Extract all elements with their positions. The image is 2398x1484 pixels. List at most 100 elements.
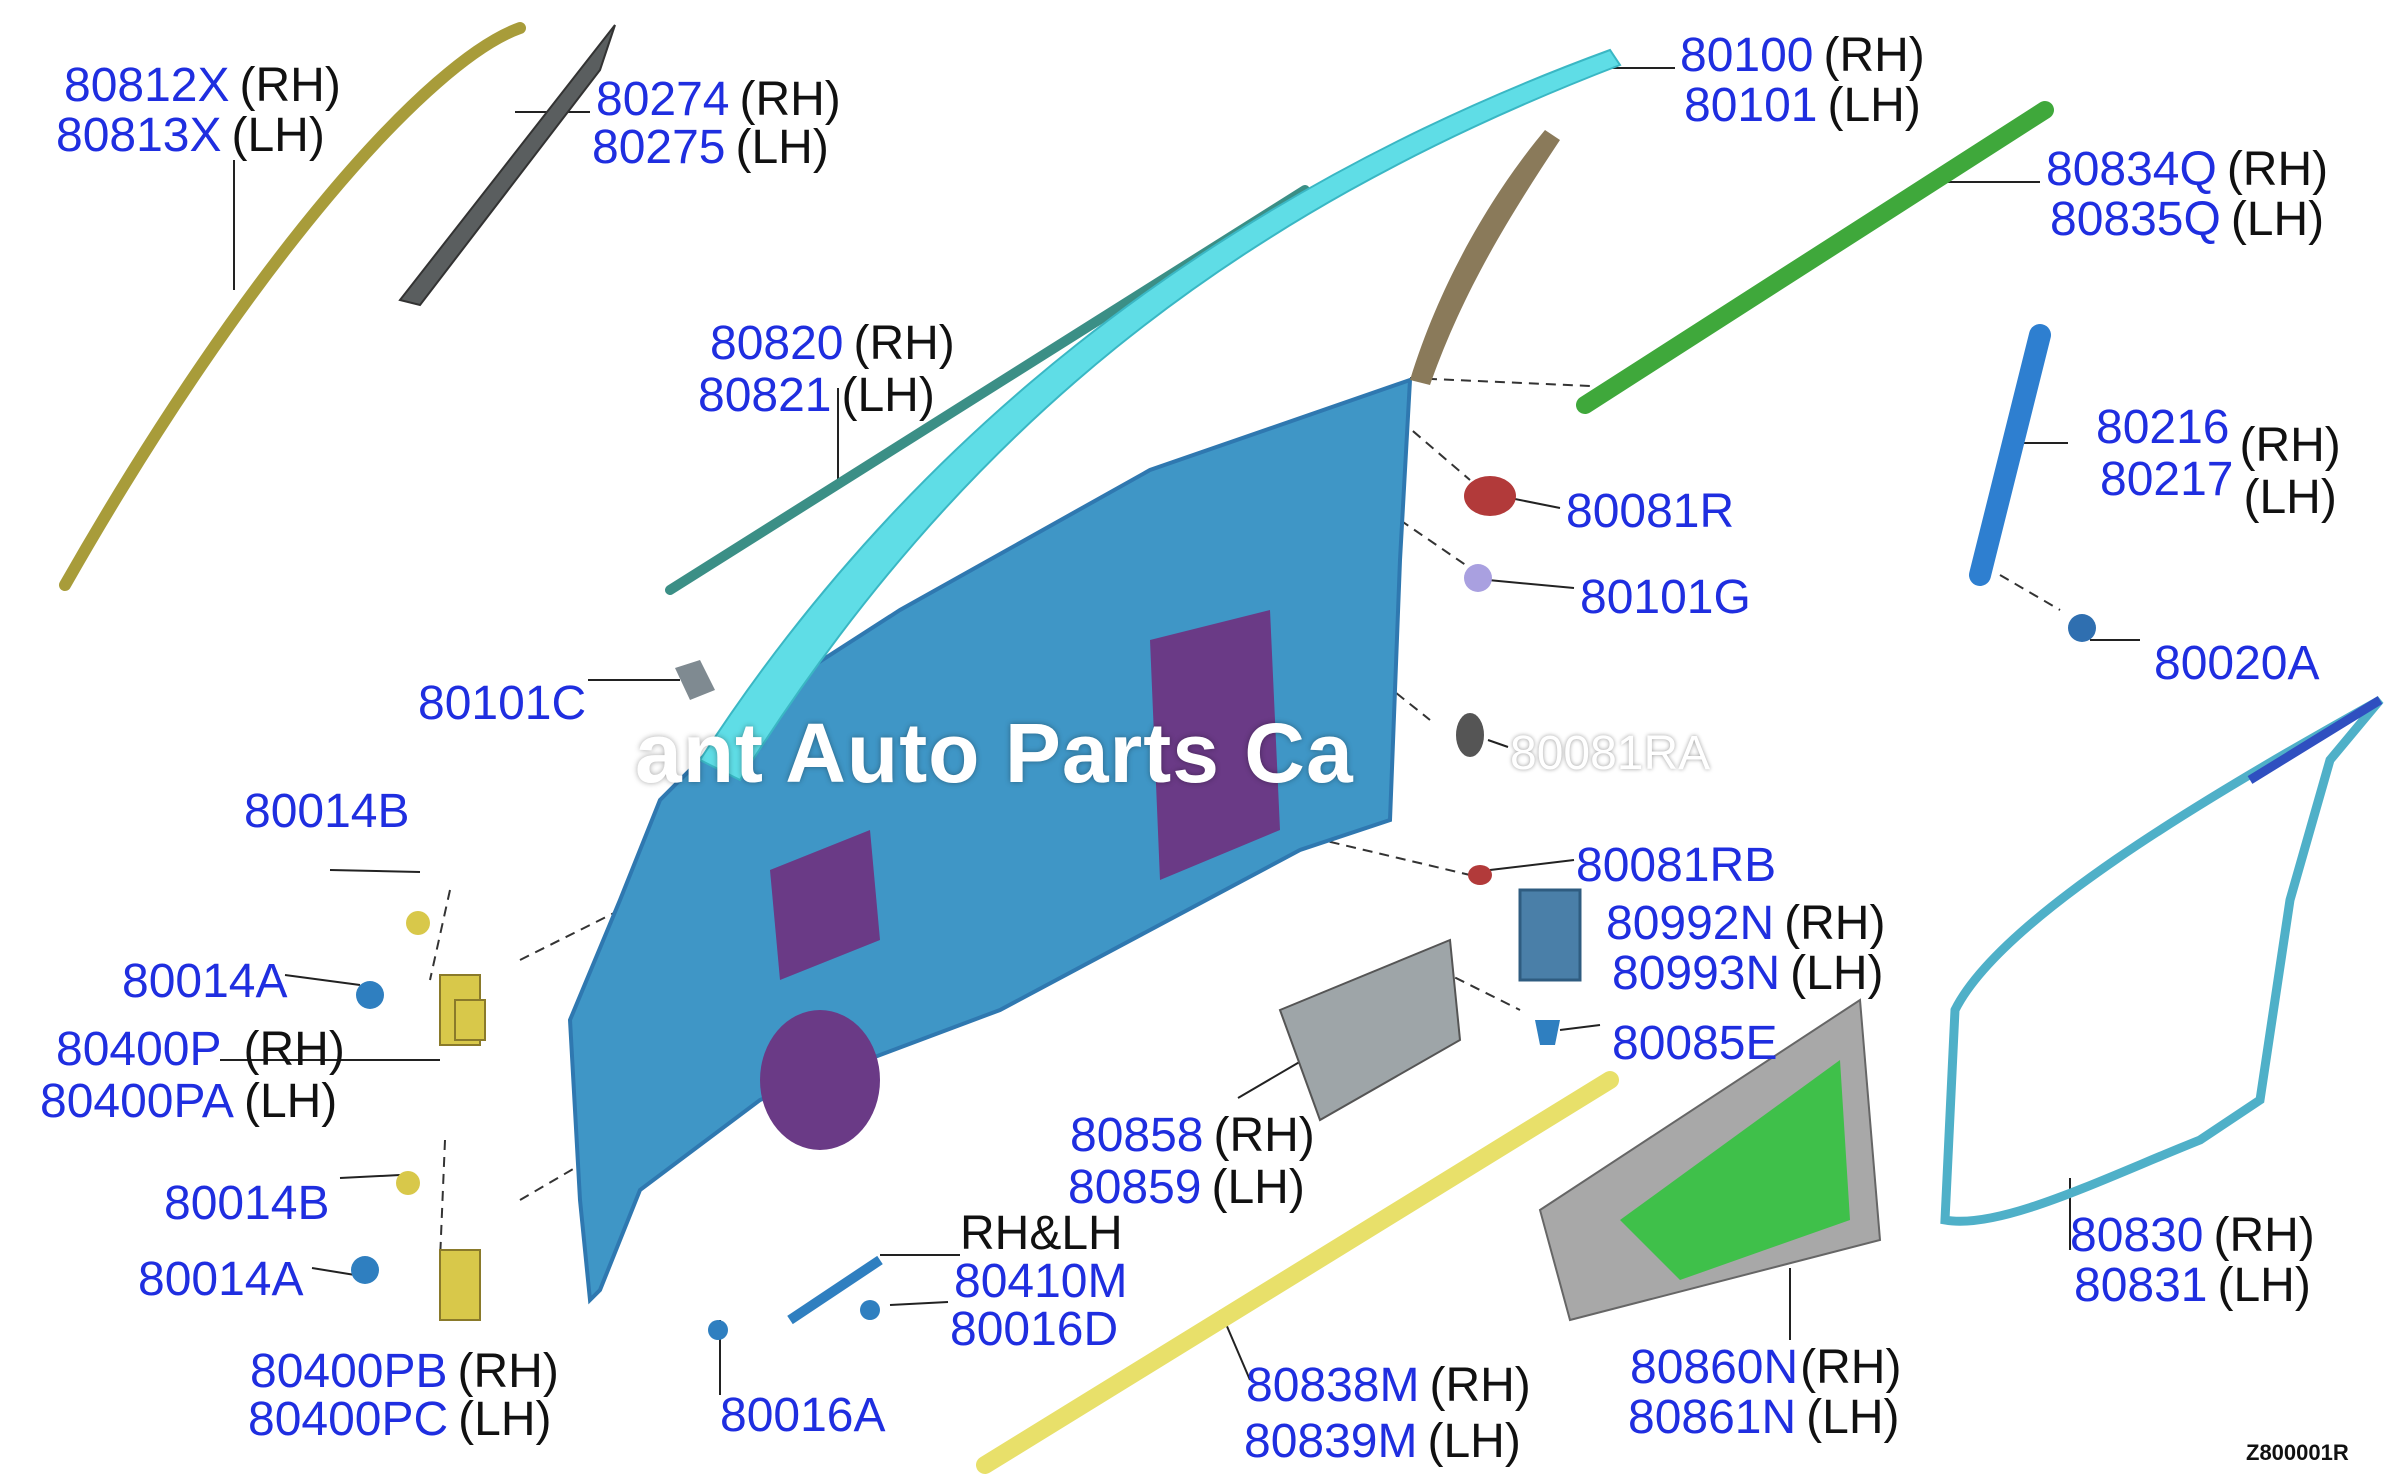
- label-80020A: 80020A: [2154, 640, 2320, 688]
- side-indicator: (LH): [1427, 1415, 1521, 1468]
- label-80014A-lower: 80014A: [138, 1256, 304, 1304]
- side-indicator: (RH): [2239, 419, 2341, 472]
- part-number[interactable]: 80400PB: [250, 1345, 448, 1398]
- part-number[interactable]: 80835Q: [2050, 193, 2221, 246]
- side-indicator: (LH): [841, 369, 935, 422]
- side-indicator: (LH): [2243, 471, 2337, 524]
- part-number[interactable]: 80081RA: [1510, 727, 1711, 780]
- upper-molding-80812: [59, 22, 526, 591]
- part-number[interactable]: 80100: [1680, 29, 1814, 82]
- clip-80085E: [1535, 1020, 1560, 1045]
- check-link-80410M: [787, 1255, 883, 1325]
- bolt-80014B-upper: [406, 911, 430, 935]
- part-number[interactable]: 80081RB: [1576, 839, 1777, 892]
- plug-80081R: [1464, 476, 1516, 516]
- weatherstrip-80830-top: [2247, 696, 2383, 784]
- part-number[interactable]: 80813X: [56, 109, 222, 162]
- block-80101C: [675, 660, 715, 700]
- part-number[interactable]: 80831: [2074, 1259, 2208, 1312]
- label-80014B-upper: 80014B: [244, 788, 410, 836]
- label-80081RB: 80081RB: [1576, 842, 1776, 890]
- part-number[interactable]: 80400P: [56, 1023, 222, 1076]
- side-indicator: (LH): [458, 1393, 552, 1446]
- part-number[interactable]: 80101: [1684, 79, 1818, 132]
- bolt-80016D: [860, 1300, 880, 1320]
- label-80400PC: 80400PC(LH): [248, 1396, 551, 1444]
- side-indicator: (RH): [2226, 143, 2329, 196]
- bolt-80014A-lower: [351, 1256, 379, 1284]
- side-indicator: (RH): [1823, 29, 1925, 82]
- part-number[interactable]: 80400PC: [248, 1393, 449, 1446]
- part-number[interactable]: 80101C: [418, 677, 587, 730]
- label-80216: 80216(RH): [2096, 401, 2341, 470]
- part-number[interactable]: 80016A: [720, 1389, 886, 1442]
- bolt-80014B-lower: [396, 1171, 420, 1195]
- part-number[interactable]: 80839M: [1244, 1415, 1418, 1468]
- side-indicator: (RH): [739, 73, 841, 126]
- part-number[interactable]: 80410M: [954, 1255, 1128, 1308]
- part-number[interactable]: 80014B: [164, 1177, 330, 1230]
- side-indicator: (RH): [1429, 1359, 1531, 1412]
- label-80839M: 80839M(LH): [1244, 1418, 1521, 1466]
- part-number[interactable]: 80085E: [1612, 1017, 1778, 1070]
- part-number[interactable]: 80101G: [1580, 571, 1751, 624]
- door-opening-1: [770, 830, 880, 980]
- label-80016D: 80016D: [950, 1306, 1118, 1354]
- part-number[interactable]: 80820: [710, 317, 844, 370]
- label-80410M: 80410M: [954, 1258, 1127, 1306]
- label-rh-lh: RH&LH: [960, 1210, 1123, 1258]
- part-number[interactable]: 80812X: [64, 59, 230, 112]
- speaker-opening: [760, 1010, 880, 1150]
- part-number[interactable]: 80014A: [138, 1253, 304, 1306]
- side-indicator: (RH): [1784, 897, 1886, 950]
- part-number[interactable]: 80859: [1068, 1161, 1202, 1214]
- label-80820: 80820(RH): [710, 320, 955, 368]
- part-number[interactable]: 80821: [698, 369, 832, 422]
- module-80992N: [1518, 888, 1582, 982]
- weatherstrip-80830: [1940, 696, 2384, 1226]
- part-number[interactable]: 80016D: [950, 1303, 1119, 1356]
- part-number[interactable]: 80992N: [1606, 897, 1775, 950]
- part-number[interactable]: 80275: [592, 121, 726, 174]
- label-80830: 80830(RH): [2070, 1212, 2315, 1260]
- side-indicator: (RH): [1213, 1109, 1315, 1162]
- part-number[interactable]: 80020A: [2154, 637, 2320, 690]
- label-80274: 80274(RH): [596, 76, 841, 124]
- label-80834Q: 80834Q(RH): [2046, 146, 2328, 194]
- label-80400PB: 80400PB(RH): [250, 1348, 559, 1396]
- label-80835Q: 80835Q(LH): [2050, 196, 2324, 244]
- diagram-code: Z800001R: [2246, 1440, 2349, 1465]
- sealing-pad-80860N: [1620, 1060, 1850, 1280]
- part-number[interactable]: 80216: [2096, 401, 2230, 454]
- plug-80081RA: [1456, 713, 1484, 757]
- side-indicator: (RH): [853, 317, 955, 370]
- side-indicator: (LH): [2217, 1259, 2311, 1312]
- side-indicator: (LH): [1827, 79, 1921, 132]
- part-number[interactable]: 80860N: [1630, 1341, 1799, 1394]
- part-number[interactable]: 80014A: [122, 955, 288, 1008]
- label-80400P: 80400P (RH): [56, 1026, 345, 1074]
- side-indicator: (RH): [239, 59, 341, 112]
- watermark: ant Auto Parts Ca: [635, 706, 1354, 800]
- label-80100: 80100(RH): [1680, 32, 1925, 80]
- part-number[interactable]: 80274: [596, 73, 730, 126]
- label-80993N: 80993N(LH): [1612, 950, 1883, 998]
- part-number[interactable]: 80830: [2070, 1209, 2204, 1262]
- part-number[interactable]: 80081R: [1566, 485, 1735, 538]
- part-number[interactable]: 80834Q: [2046, 143, 2217, 196]
- part-number[interactable]: 80400PA: [40, 1075, 234, 1128]
- label-80014B-lower: 80014B: [164, 1180, 330, 1228]
- side-indicator: (RH): [243, 1023, 345, 1076]
- part-number[interactable]: 80838M: [1246, 1359, 1420, 1412]
- side-indicator: (LH): [231, 109, 325, 162]
- sash-80216: [1969, 324, 2051, 586]
- clip-80020A: [2068, 614, 2096, 642]
- side-indicator: (LH): [2230, 193, 2325, 246]
- outer-strip-80834: [1576, 101, 2054, 414]
- part-number[interactable]: 80217: [2100, 453, 2234, 506]
- part-number[interactable]: 80993N: [1612, 947, 1781, 1000]
- part-number[interactable]: 80858: [1070, 1109, 1204, 1162]
- part-number[interactable]: 80014B: [244, 785, 410, 838]
- part-number[interactable]: 80861N: [1628, 1391, 1797, 1444]
- leader-lines: [220, 67, 2140, 1395]
